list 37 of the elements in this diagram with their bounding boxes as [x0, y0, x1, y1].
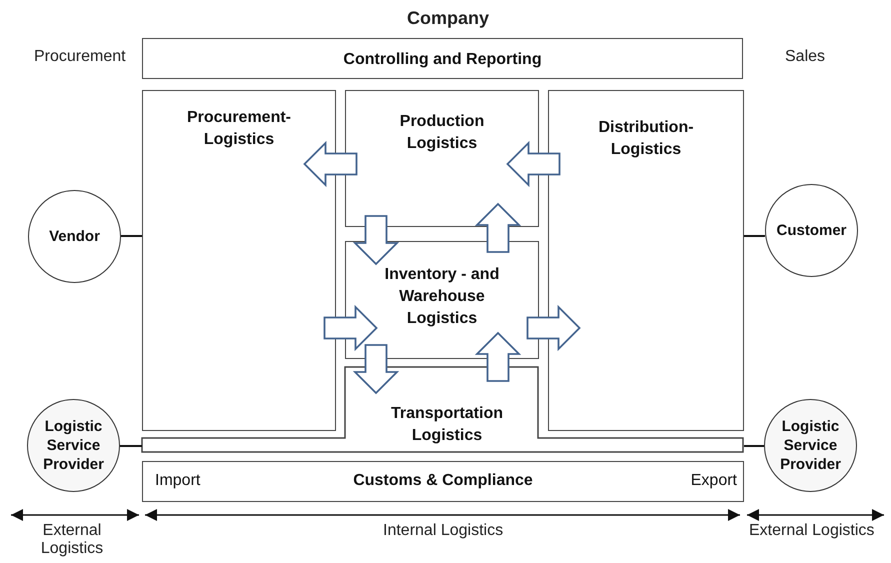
circle-label: Logistic Service Provider [42, 417, 105, 474]
process-box [142, 38, 743, 79]
box-title: Procurement- Logistics [186, 108, 292, 150]
box-title: Controlling and Reporting [342, 50, 543, 70]
box-title: Production Logistics [398, 112, 486, 154]
import-label: Import [155, 471, 200, 491]
box-title: Inventory - and Warehouse Logistics [384, 265, 500, 329]
side-label: Sales [785, 48, 826, 66]
block-arrow [474, 202, 522, 253]
scope-label: External Logistics [40, 522, 104, 558]
box-title: Customs & Compliance [353, 471, 533, 491]
connector-line [744, 445, 764, 447]
block-arrow [352, 344, 400, 394]
process-box [142, 461, 744, 502]
process-box [548, 90, 744, 431]
scope-label: Internal Logistics [383, 522, 504, 540]
process-box [142, 90, 336, 431]
box-title: Distribution- Logistics [597, 118, 695, 160]
export-label: Export [690, 471, 737, 491]
process-box [345, 90, 539, 227]
block-arrow [506, 140, 560, 188]
scope-label: External Logistics [749, 522, 874, 540]
box-title: Transportation Logistics [390, 404, 504, 446]
transport-band [142, 367, 744, 453]
circle-label: Vendor [48, 227, 101, 246]
connector-line [744, 235, 765, 237]
connector-line [120, 445, 142, 447]
block-arrow [352, 215, 400, 266]
block-arrow [526, 304, 581, 352]
connector-line [121, 235, 142, 237]
circle-label: Logistic Service Provider [779, 417, 842, 474]
circle-label: Customer [775, 221, 848, 240]
block-arrow [324, 304, 378, 352]
block-arrow [474, 332, 522, 382]
side-label: Procurement [34, 48, 126, 66]
diagram-title: Company [407, 8, 490, 29]
block-arrow [303, 140, 358, 188]
